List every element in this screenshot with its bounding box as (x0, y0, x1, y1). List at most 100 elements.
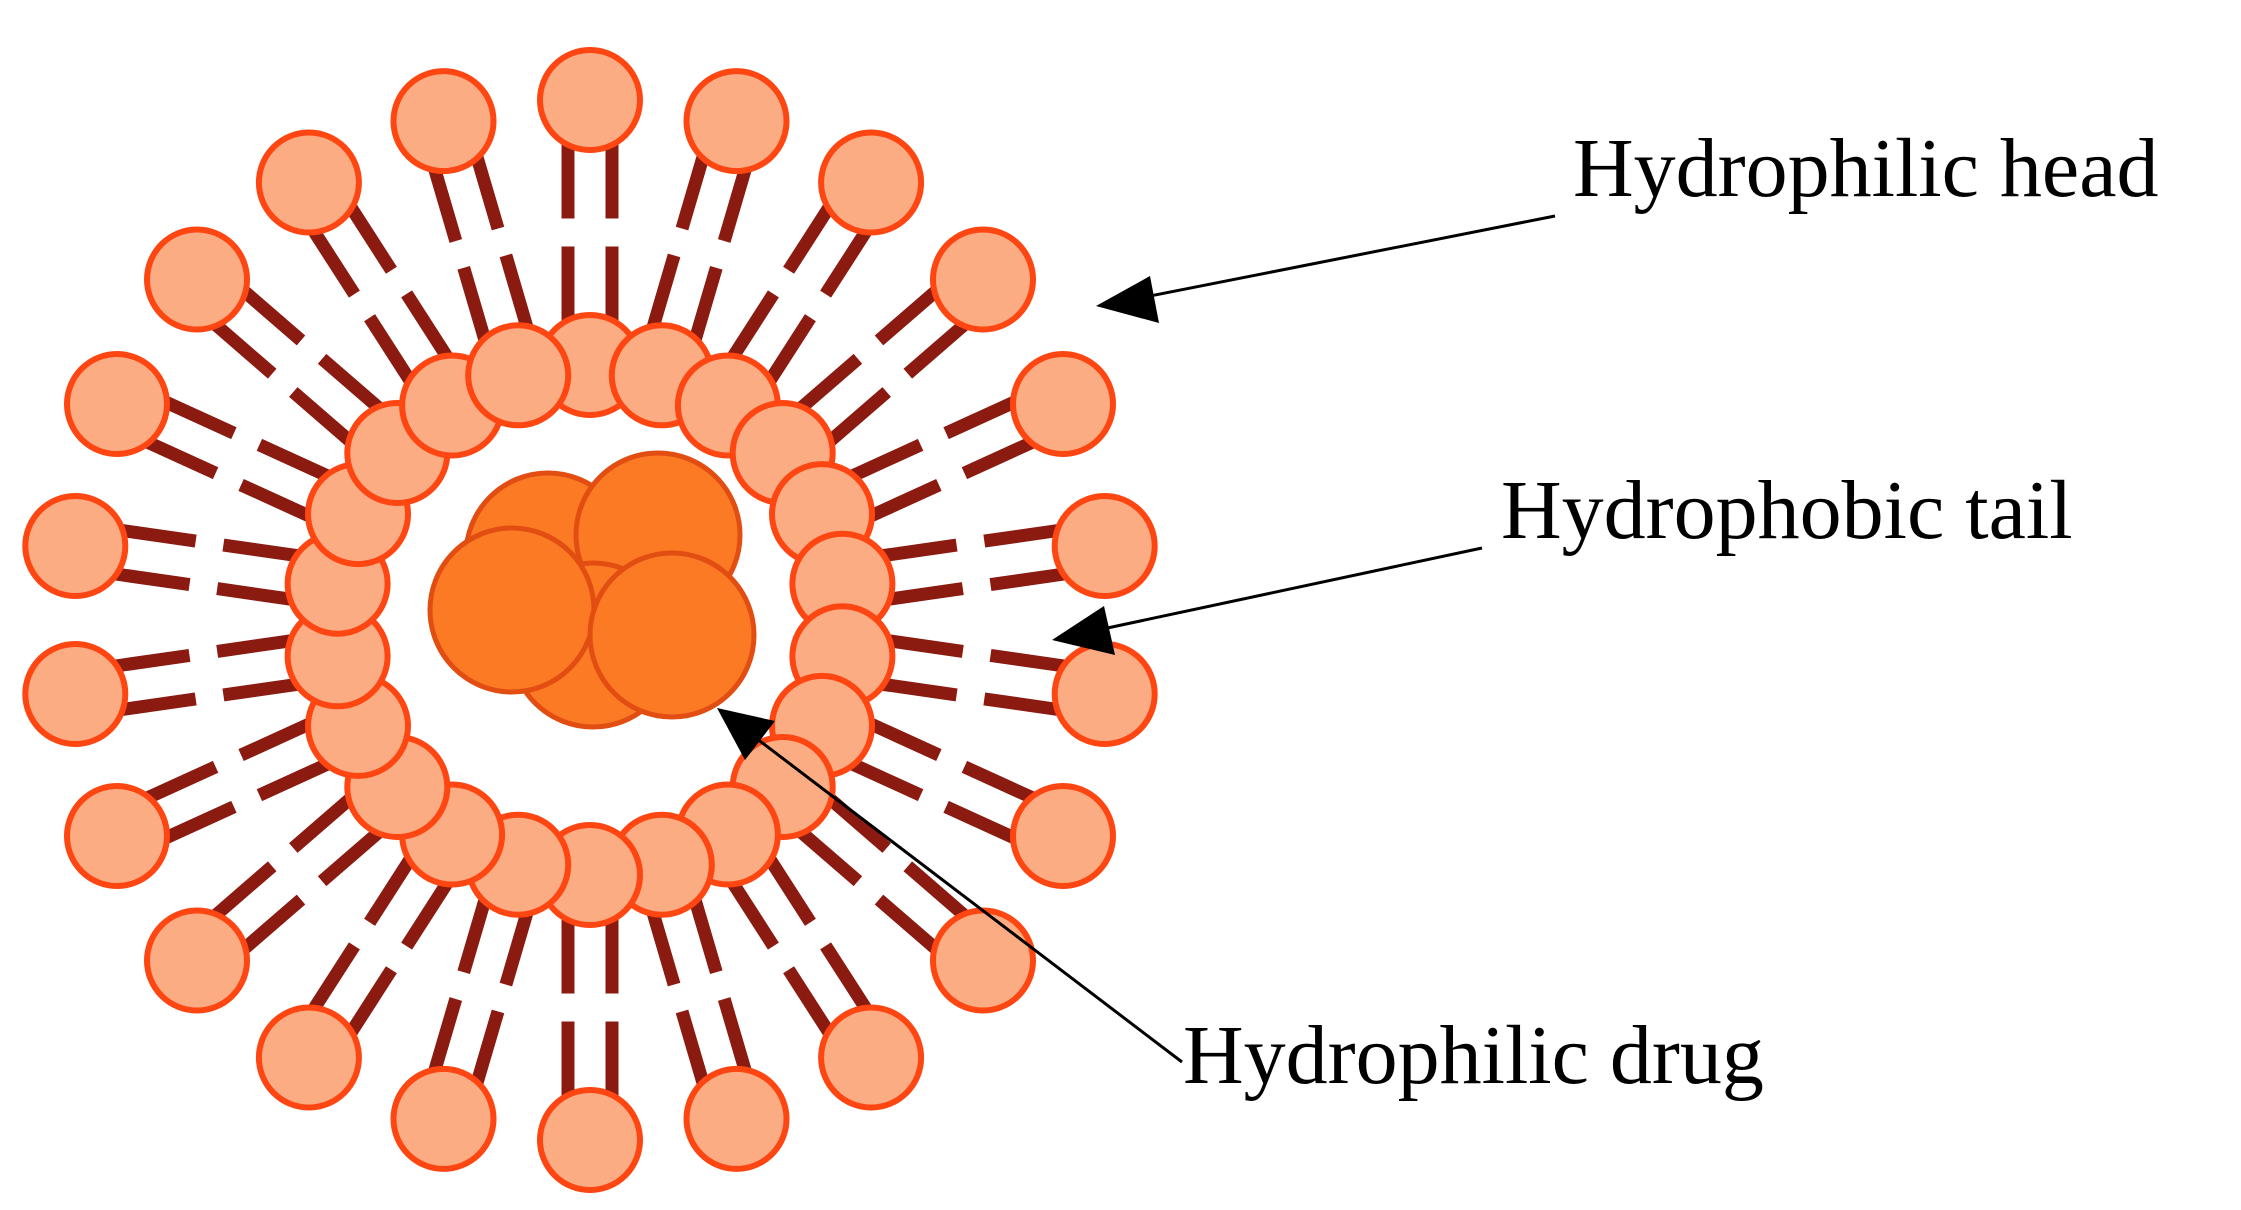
tail-segment (428, 167, 463, 243)
outer-head (64, 783, 170, 889)
tail-segment (874, 894, 940, 954)
tail-segment (211, 319, 277, 379)
outer-head (537, 1087, 643, 1193)
tail-segment (289, 387, 357, 449)
tail-segment (470, 1009, 505, 1085)
tail-segment (717, 997, 752, 1073)
tail-segment (943, 800, 1017, 844)
tail-segment (687, 895, 723, 975)
tail-segment (114, 567, 191, 592)
tail-segment (364, 852, 418, 926)
tail-segment (240, 286, 306, 346)
tail-segment (989, 567, 1066, 592)
tail-segment (983, 692, 1059, 716)
tails-layer (114, 144, 1066, 1096)
tail-segment (884, 633, 964, 658)
tail-segment (256, 438, 334, 484)
tail-segment (256, 756, 334, 802)
hydrophilic-head-label: Hydrophilic head (1573, 122, 2159, 215)
tail-segment (820, 227, 872, 298)
tail-segment (121, 692, 197, 716)
drug-core (427, 450, 757, 730)
tail-segment (783, 204, 835, 274)
tail-segment (114, 648, 191, 673)
tail-segment (846, 438, 924, 484)
drug-arrowhead (717, 708, 775, 760)
outer-head (255, 129, 362, 236)
outer-head (22, 641, 129, 747)
tail-segment (675, 1009, 710, 1085)
tail-segment (762, 314, 816, 388)
outer-head (1051, 493, 1158, 599)
tail-segment (874, 286, 940, 346)
tail-segment (675, 155, 710, 231)
tail-segment (877, 677, 958, 702)
tail-segment (794, 353, 863, 416)
tail-segment (725, 290, 779, 364)
outer-head (144, 907, 250, 1014)
tail-segment (864, 716, 942, 762)
tail-segment (645, 907, 681, 987)
tail-segment (308, 942, 360, 1013)
tail-segment (401, 290, 455, 364)
outer-head (390, 68, 497, 175)
tail-segment (499, 907, 535, 987)
drug-particle (427, 525, 597, 695)
outer-head (818, 1004, 925, 1111)
tail-segment (499, 253, 535, 333)
outer-head (1010, 351, 1116, 457)
outer-head (22, 493, 129, 599)
tail-segment (238, 716, 316, 762)
outer-head (390, 1065, 497, 1172)
tail-segment (222, 538, 303, 563)
tail-segment (961, 436, 1035, 480)
tail-segment (762, 852, 816, 926)
outer-head (144, 226, 250, 333)
tail-segment (717, 167, 752, 243)
tail-segment (222, 677, 303, 702)
tail-segment (903, 319, 969, 379)
tail-segment (145, 436, 219, 480)
tail-segment (308, 227, 360, 298)
outer-head (1010, 783, 1116, 889)
tail-segment (783, 966, 835, 1036)
tail-segment (820, 942, 872, 1013)
outer-head (683, 68, 790, 175)
outer-heads-layer (22, 47, 1158, 1193)
drug-particle (587, 550, 757, 720)
tail-segment (794, 824, 863, 887)
tail-segment (687, 265, 723, 345)
outer-head (683, 1065, 790, 1172)
outer-head (818, 129, 925, 236)
tail-segment (345, 966, 397, 1036)
outer-head (537, 47, 643, 153)
drug-leader-line (751, 733, 1183, 1064)
tail-segment (240, 894, 306, 954)
tail-segment (864, 478, 942, 524)
tail-segment (364, 314, 418, 388)
tail-segment (216, 582, 296, 607)
hydrophobic-tail-label: Hydrophobic tail (1501, 464, 2073, 557)
tail-segment (470, 155, 505, 231)
tail-segment (943, 396, 1017, 440)
tail-segment (216, 633, 296, 658)
tail-arrowhead (1052, 606, 1115, 655)
tail-segment (345, 204, 397, 274)
annotation-arrows (717, 214, 1556, 1064)
tail-segment (145, 760, 219, 804)
inner-heads-layer (284, 312, 896, 928)
tail-segment (457, 895, 493, 975)
tail-segment (163, 396, 237, 440)
tail-segment (317, 824, 386, 887)
outer-head (930, 907, 1036, 1014)
tail-segment (725, 876, 779, 950)
tail-segment (457, 265, 493, 345)
tail-segment (884, 582, 964, 607)
tail-segment (983, 524, 1059, 548)
outer-head (1051, 641, 1158, 747)
tail-segment (823, 387, 891, 449)
hydrophilic-drug-label: Hydrophilic drug (1183, 1009, 1764, 1102)
inner-head (465, 322, 572, 429)
tail-segment (163, 800, 237, 844)
